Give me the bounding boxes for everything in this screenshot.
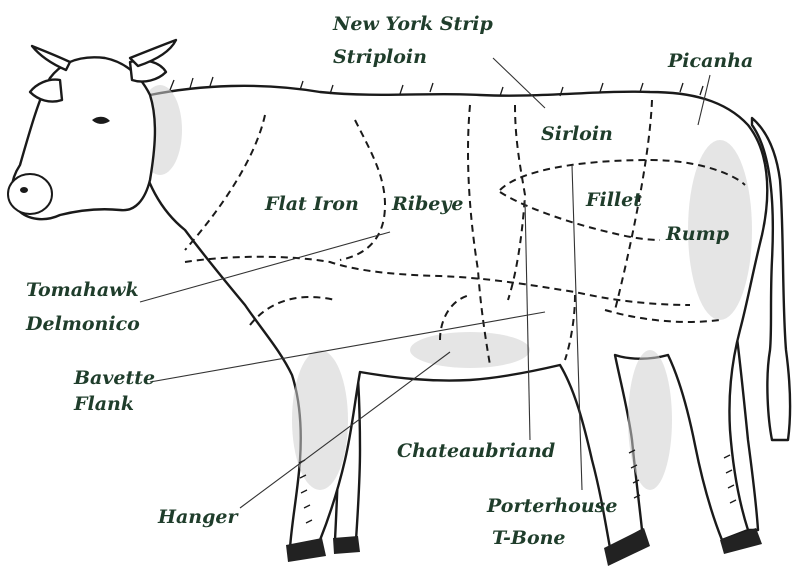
hoof-front-far bbox=[333, 536, 360, 554]
label-tomahawk: Tomahawk bbox=[26, 279, 139, 301]
cow-snout bbox=[8, 174, 52, 214]
label-chateaubriand: Chateaubriand bbox=[397, 440, 555, 462]
cow-ear-left bbox=[30, 80, 62, 102]
label-fillet: Fillet bbox=[585, 189, 642, 211]
cow-body bbox=[139, 86, 767, 548]
label-picanha: Picanha bbox=[667, 50, 753, 72]
label-hanger: Hanger bbox=[157, 506, 239, 528]
label-t-bone: T-Bone bbox=[492, 527, 566, 549]
label-rump: Rump bbox=[665, 223, 730, 245]
label-sirloin: Sirloin bbox=[541, 123, 613, 145]
label-ribeye: Ribeye bbox=[391, 193, 464, 215]
label-porterhouse: Porterhouse bbox=[486, 495, 617, 517]
cow-illustration bbox=[8, 40, 790, 566]
label-bavette: Bavette bbox=[73, 367, 155, 389]
label-delmonico: Delmonico bbox=[25, 313, 140, 335]
label-flank: Flank bbox=[73, 393, 134, 415]
label-new-york-strip: New York Strip bbox=[332, 13, 494, 35]
cow-horn-left bbox=[32, 46, 70, 70]
label-flat-iron: Flat Iron bbox=[264, 193, 359, 215]
label-striploin: Striploin bbox=[333, 46, 427, 68]
